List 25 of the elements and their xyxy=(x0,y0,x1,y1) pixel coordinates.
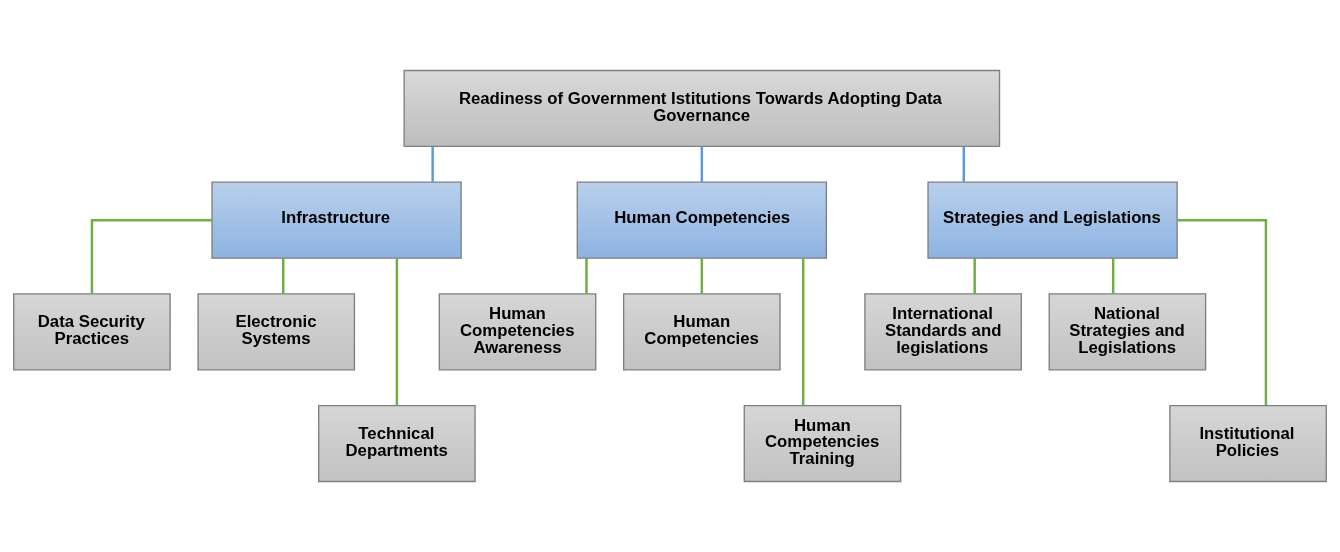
node-box: Infrastructure xyxy=(211,181,462,259)
node-box: Human Competencies Training xyxy=(743,404,902,483)
node-box: Data Security Practices xyxy=(13,293,171,371)
connector xyxy=(1177,218,1268,406)
connector xyxy=(431,146,434,182)
node-box: International Standards and legislations xyxy=(864,293,1022,371)
connector xyxy=(973,258,976,294)
connector xyxy=(1111,258,1115,294)
node-box: Human Competencies xyxy=(576,181,828,259)
connector xyxy=(395,258,399,406)
connector xyxy=(90,218,212,294)
node-box: Technical Departments xyxy=(318,404,476,483)
node-box: Institutional Policies xyxy=(1169,404,1327,483)
connector xyxy=(585,258,588,294)
node-box: Human Competencies xyxy=(622,293,781,371)
node-box: Electronic Systems xyxy=(197,293,356,371)
node-box: Readiness of Government Istitutions Towards Adopting Data Governance xyxy=(403,69,1001,148)
node-box: Strategies and Legislations xyxy=(927,181,1178,259)
connector xyxy=(700,258,704,294)
node-box: Human Competencies Awareness xyxy=(438,293,597,371)
connector xyxy=(801,258,805,406)
connector xyxy=(700,146,704,182)
node-box: National Strategies and Legislations xyxy=(1048,293,1207,371)
connector xyxy=(962,146,965,182)
connector xyxy=(282,258,285,294)
